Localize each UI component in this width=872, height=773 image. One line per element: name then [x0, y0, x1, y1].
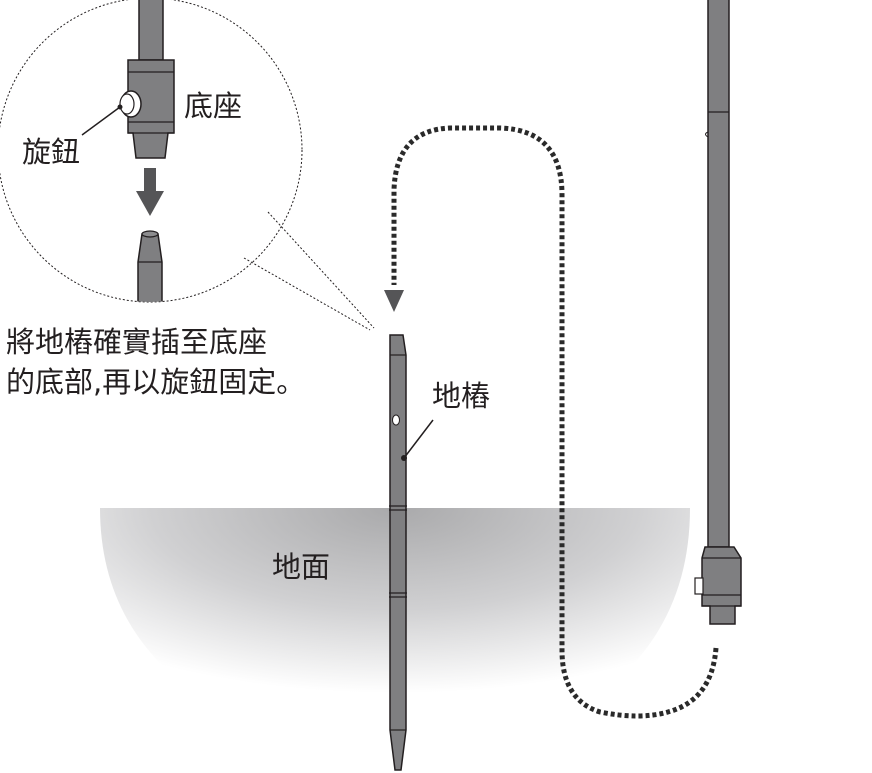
dotted-guide-path — [391, 125, 719, 719]
base-label: 底座 — [184, 89, 243, 123]
detail-magnifier — [0, 0, 375, 331]
instruction-line-2: 的底部,再以旋鈕固定。 — [6, 365, 306, 399]
instruction-line-1: 將地樁確實插至底座 — [6, 325, 268, 359]
stake — [389, 334, 407, 771]
instruction-text: 將地樁確實插至底座 的底部,再以旋鈕固定。 — [6, 322, 305, 402]
knob-icon — [694, 577, 704, 595]
pole-with-base — [694, 0, 742, 625]
ground-label: 地面 — [272, 550, 331, 584]
stake-hole — [392, 414, 400, 426]
down-arrow-icon — [136, 168, 164, 216]
knob-label: 旋鈕 — [22, 135, 81, 169]
stake-label: 地樁 — [432, 379, 491, 413]
stake-tip-detail — [137, 233, 163, 302]
guide-arrow-icon — [384, 290, 404, 312]
pole-in-detail — [138, 0, 164, 61]
